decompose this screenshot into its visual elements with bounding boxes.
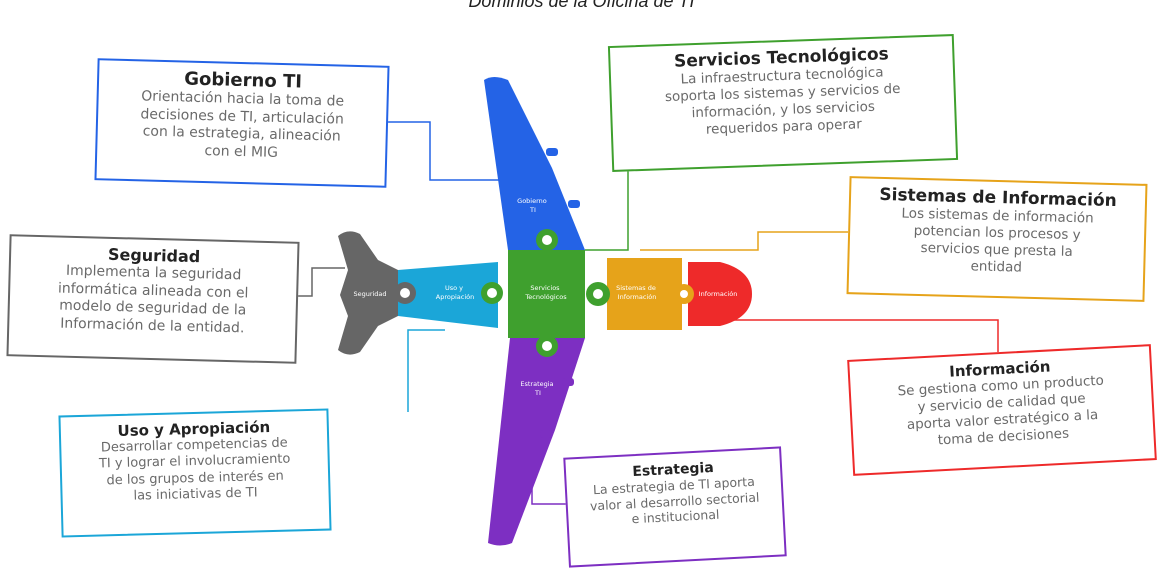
piece-label-servicios: Servicios Tecnológicos: [524, 284, 567, 301]
piece-label-seguridad: Seguridad: [353, 290, 386, 298]
tail-seguridad: [338, 231, 398, 355]
piece-label-estrategia: Estrategia TI: [520, 380, 555, 397]
seguridad-box: Seguridad Implementa la seguridad inform…: [6, 234, 300, 364]
connector-seguridad: [298, 267, 345, 297]
piece-label-uso: Uso y Apropiación: [436, 284, 474, 301]
piece-sistemas: [586, 258, 682, 330]
wing-estrategia: [488, 335, 585, 546]
gobierno-box: Gobierno TI Orientación hacia la toma de…: [94, 58, 390, 188]
piece-servicios: [481, 250, 585, 338]
wing-gobierno: [484, 77, 585, 251]
servicios-box: Servicios Tecnológicos La infraestructur…: [607, 34, 959, 172]
connector-gobierno: [388, 121, 505, 181]
piece-informacion: [674, 262, 752, 326]
connector-sistemas: [640, 231, 848, 251]
piece-label-gobierno: Gobierno TI: [517, 197, 549, 214]
sistemas-box: Sistemas de Información Los sistemas de …: [846, 176, 1148, 302]
connector-uso: [407, 329, 445, 412]
page-title: Dominios de la Oficina de TI: [468, 0, 695, 11]
uso-box: Uso y Apropiación Desarrollar competenci…: [58, 408, 332, 538]
estrategia-box: Estrategia La estrategia de TI aporta va…: [563, 446, 787, 568]
piece-label-informacion: Información: [699, 290, 738, 298]
informacion-box: Información Se gestiona como un producto…: [847, 344, 1157, 476]
connector-informacion: [730, 319, 999, 352]
piece-label-sistemas: Sistemas de Información: [616, 284, 658, 301]
piece-uso: [394, 262, 498, 328]
